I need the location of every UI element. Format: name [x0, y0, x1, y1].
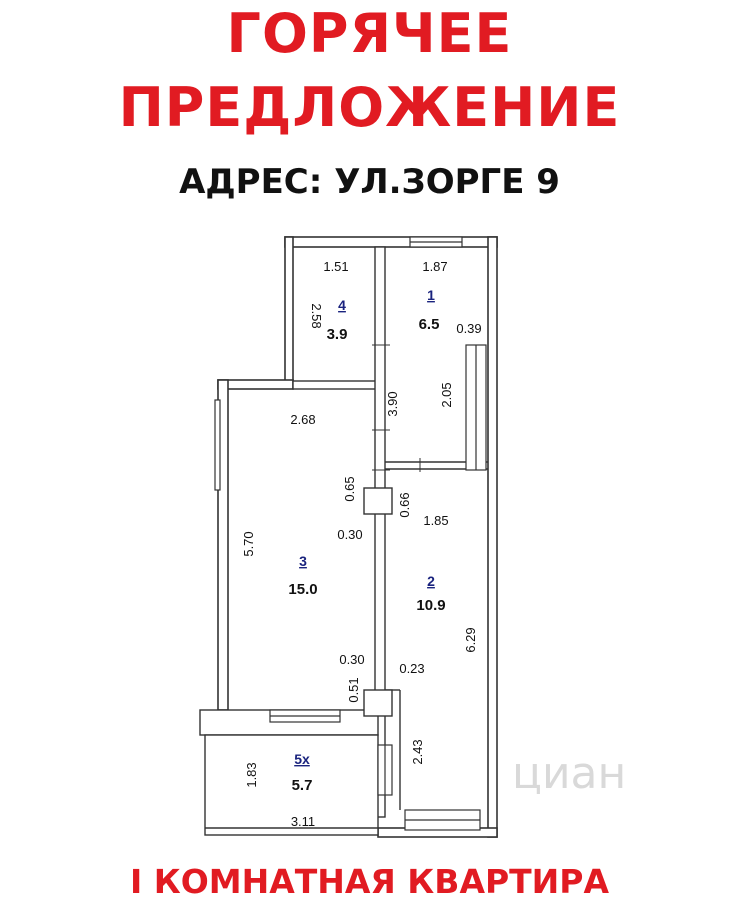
windows [214, 236, 487, 831]
room-4-area: 3.9 [327, 326, 348, 343]
outer-walls [217, 236, 498, 838]
title-line-2: ПРЕДЛОЖЕНИЕ [118, 76, 621, 139]
dim-label: 0.30 [339, 652, 364, 667]
room-1-area: 6.5 [419, 316, 440, 333]
room-5x-number: 5х [294, 751, 310, 767]
dim-label: 0.39 [456, 321, 481, 336]
room-3-area: 15.0 [288, 581, 317, 598]
apartment-type-label: I КОМНАТНАЯ КВАРТИРА [129, 862, 610, 901]
dim-label: 5.70 [241, 531, 256, 556]
address-label: АДРЕС: УЛ.ЗОРГЕ 9 [179, 162, 560, 202]
dim-label: 2.05 [439, 382, 454, 407]
room-2-number: 2 [427, 573, 435, 589]
title-line-1: ГОРЯЧЕЕ [226, 2, 513, 65]
dim-label: 1.83 [244, 762, 259, 787]
dim-label: 0.66 [397, 492, 412, 517]
dim-label: 1.51 [323, 259, 348, 274]
room-4-number: 4 [338, 297, 346, 313]
dim-label: 3.90 [385, 391, 400, 416]
dim-label: 3.11 [291, 814, 315, 829]
watermark-text: циан [512, 748, 626, 799]
dim-label: 1.85 [423, 513, 448, 528]
shafts [363, 487, 393, 717]
dim-label: 0.23 [399, 661, 424, 676]
dim-label: 2.43 [410, 739, 425, 764]
dim-label: 0.30 [337, 527, 362, 542]
room-3-number: 3 [299, 553, 307, 569]
dim-label: 6.29 [463, 627, 478, 652]
dim-label: 2.68 [290, 412, 315, 427]
room-labels: 4 3.9 1 6.5 3 15.0 2 10.9 5х 5.7 [288, 287, 445, 794]
dim-label: 0.51 [346, 677, 361, 702]
room-1-number: 1 [427, 287, 435, 303]
dimension-ticks [372, 344, 421, 472]
dim-label: 1.87 [422, 259, 447, 274]
inner-walls [199, 246, 488, 836]
room-5x-area: 5.7 [292, 777, 313, 794]
dimension-labels: 1.51 1.87 2.58 0.39 3.90 2.05 2.68 0.65 … [241, 259, 482, 829]
dim-label: 2.58 [309, 303, 324, 328]
room-2-area: 10.9 [416, 597, 445, 614]
dim-label: 0.65 [342, 476, 357, 501]
